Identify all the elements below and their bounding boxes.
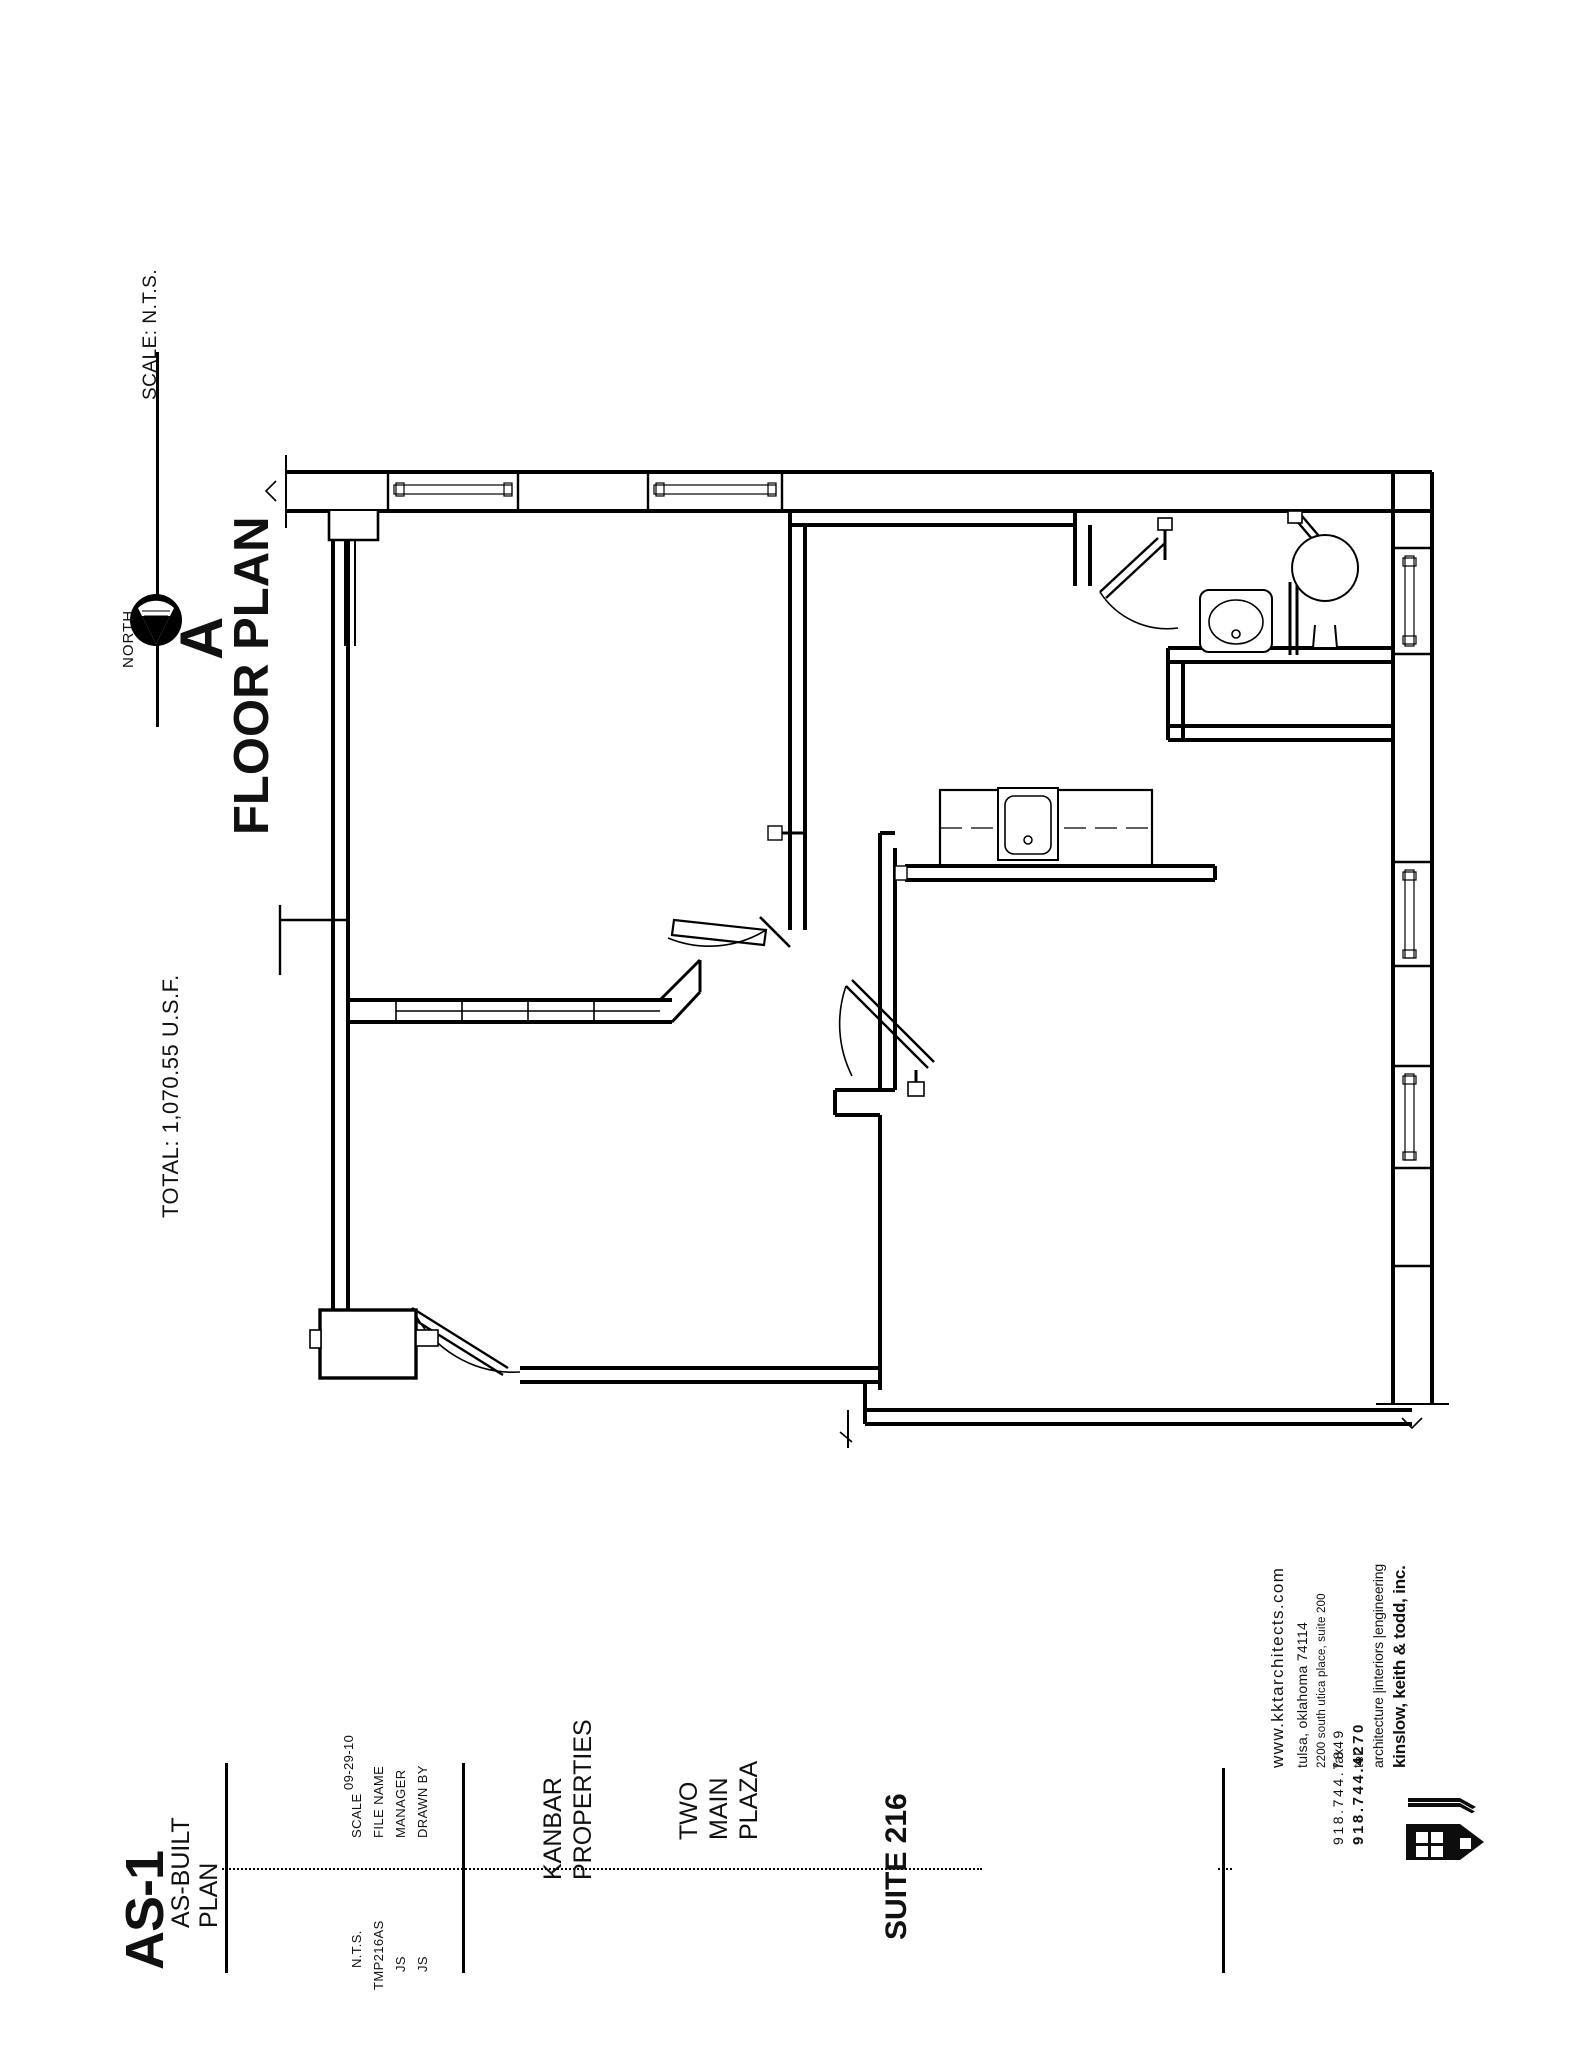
- titleblock-dotted-leader: [222, 1868, 982, 1870]
- issue-date-text: 09-29-10: [341, 1734, 356, 1790]
- project-line-1: TWO: [675, 1781, 703, 1840]
- meta-key-filename: FILE NAME: [370, 1766, 388, 1838]
- office-room-walls: [348, 509, 1075, 1024]
- partition-center: [833, 831, 897, 1390]
- firm-disciplines: architecture |interiors |engineering: [1370, 1564, 1388, 1768]
- firm-dotted-leader: [1218, 1868, 1232, 1870]
- electrical-closet: [309, 1308, 439, 1380]
- sheet-name-text-1: AS-BUILT: [167, 1817, 195, 1928]
- exterior-wall-east: [1376, 472, 1449, 1430]
- meta-value-drawnby-text: JS: [415, 1956, 430, 1972]
- toilet-fixture: [1291, 534, 1360, 649]
- meta-value-manager: JS: [392, 1956, 410, 1972]
- meta-key-drawnby: DRAWN BY: [414, 1765, 432, 1838]
- titleblock-divider-2: [462, 1763, 465, 1973]
- total-area-label: TOTAL: 1,070.55 U.S.F.: [158, 974, 183, 1218]
- client-line-2: PROPERTIES: [569, 1719, 597, 1880]
- suite-number: SUITE 216: [880, 1793, 913, 1940]
- firm-tel-number-text: 918.744.4270: [1350, 1722, 1367, 1845]
- meta-value-manager-text: JS: [393, 1956, 408, 1972]
- wall-stubs: [767, 825, 790, 841]
- north-label: NORTH: [120, 609, 137, 668]
- meta-value-drawnby: JS: [414, 1956, 432, 1972]
- meta-value-filename: TMP216AS: [370, 1920, 388, 1990]
- firm-address: 2200 south utica place, suite 200: [1312, 1593, 1330, 1768]
- client-line-1-text: KANBAR: [539, 1777, 567, 1880]
- meta-value-filename-text: TMP216AS: [371, 1920, 386, 1990]
- sheet-name-line-1: AS-BUILT: [167, 1817, 195, 1928]
- firm-disciplines-text: architecture |interiors |engineering: [1370, 1564, 1386, 1768]
- house-logo-icon: [1404, 1786, 1490, 1864]
- kitchenette-counter: [894, 787, 1217, 882]
- firm-city-text: tulsa, oklahoma 74114: [1294, 1621, 1310, 1768]
- titleblock-divider-3: [1222, 1768, 1225, 1973]
- sheet-name-line-2: PLAN: [195, 1862, 223, 1928]
- wall-south: [520, 1366, 1412, 1448]
- meta-key-scale: SCALE: [348, 1793, 366, 1838]
- lavatory-fixture: [1199, 589, 1273, 653]
- sheet-number: AS-1: [115, 1850, 175, 1970]
- firm-city-state-zip: tulsa, oklahoma 74114: [1294, 1622, 1312, 1768]
- project-line-3-text: PLAZA: [735, 1760, 763, 1840]
- meta-value-scale: N.T.S.: [348, 1930, 366, 1968]
- firm-website[interactable]: www.kktarchitects.com: [1268, 1567, 1288, 1768]
- sheet-name-text-2: PLAN: [195, 1862, 223, 1928]
- project-line-3: PLAZA: [735, 1760, 763, 1840]
- door-office-2: [838, 979, 935, 1097]
- meta-key-filename-text: FILE NAME: [371, 1765, 386, 1838]
- column-detail: [327, 511, 380, 646]
- meta-key-manager-text: MANAGER: [393, 1769, 408, 1838]
- exterior-wall-north: [264, 455, 1432, 528]
- plan-scale-label: SCALE: N.T.S.: [140, 268, 161, 400]
- meta-value-scale-text: N.T.S.: [349, 1930, 364, 1968]
- firm-name: kinslow, keith & todd, inc.: [1390, 1565, 1410, 1768]
- meta-key-scale-text: SCALE: [349, 1793, 364, 1838]
- client-line-1: KANBAR: [539, 1777, 567, 1880]
- plan-title-text: FLOOR PLAN: [225, 516, 279, 835]
- issue-date: 09-29-10: [340, 1735, 358, 1790]
- firm-name-text: kinslow, keith & todd, inc.: [1390, 1565, 1409, 1768]
- north-arrow-icon: [128, 592, 184, 648]
- firm-fax-number-text: 918.744.7849: [1330, 1728, 1346, 1845]
- firm-website-text: www.kktarchitects.com: [1268, 1566, 1287, 1768]
- client-line-2-text: PROPERTIES: [569, 1719, 597, 1880]
- firm-fax-number: 918.744.7849: [1330, 1728, 1348, 1845]
- project-line-2-text: MAIN: [705, 1777, 733, 1841]
- meta-key-manager: MANAGER: [392, 1769, 410, 1838]
- door-office-1: [667, 916, 791, 948]
- firm-tel-number: 918.744.4270: [1350, 1722, 1368, 1845]
- plan-title-underline: [156, 352, 159, 727]
- demising-wall-west: [278, 511, 350, 1340]
- project-line-2: MAIN: [705, 1777, 733, 1841]
- project-line-1-text: TWO: [675, 1781, 703, 1840]
- meta-key-drawnby-text: DRAWN BY: [415, 1765, 430, 1838]
- firm-address-text: 2200 south utica place, suite 200: [1316, 1593, 1328, 1768]
